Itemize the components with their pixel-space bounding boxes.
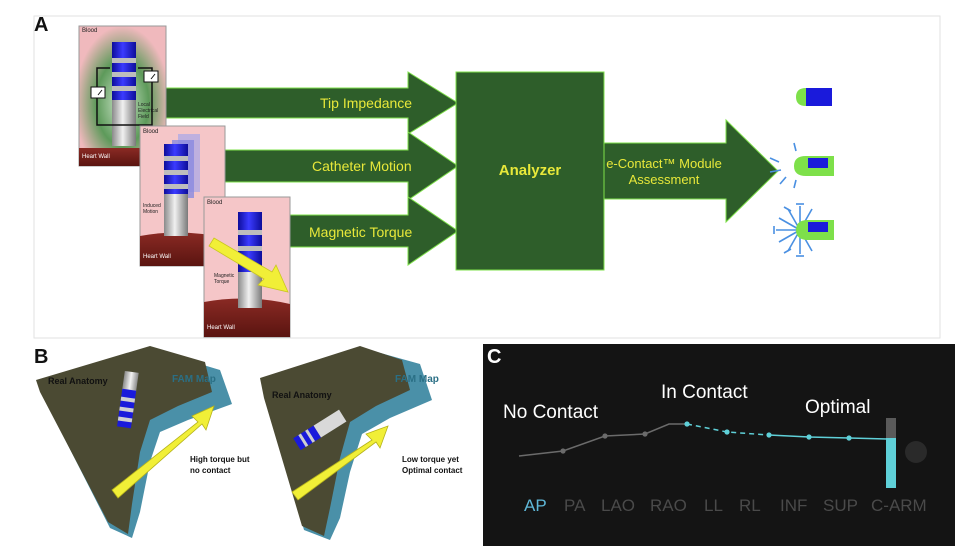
panel-b-diagram — [36, 346, 432, 540]
right-note: Low torque yet Optimal contact — [402, 455, 463, 475]
card2-heart-wall-label: Heart Wall — [143, 254, 171, 260]
tip-icon-in-contact — [769, 142, 834, 189]
contact-curve — [518, 418, 927, 488]
label-magnetic-torque: Magnetic Torque — [309, 224, 413, 240]
curve-point — [684, 421, 690, 427]
tab-lao[interactable]: LAO — [601, 496, 636, 515]
tip-icon-optimal — [773, 203, 834, 257]
label-analyzer: Analyzer — [498, 162, 562, 179]
label-tip-impedance: Tip Impedance — [320, 95, 413, 111]
card1-blood-label: Blood — [82, 28, 98, 34]
left-fam-map-label: FAM Map — [172, 374, 216, 385]
right-fam-map-label: FAM Map — [395, 374, 439, 385]
anatomy-right — [260, 346, 432, 540]
tab-sup[interactable]: SUP — [823, 496, 858, 515]
anatomy-left — [36, 346, 232, 538]
curve-point — [560, 448, 566, 454]
card2-motion-label: Induced Motion — [143, 203, 161, 215]
card-magnetic-torque — [203, 196, 291, 338]
tab-ap[interactable]: AP — [524, 496, 547, 515]
state-in-contact: In Contact — [661, 382, 748, 403]
panel-b: B — [0, 342, 480, 546]
panel-c: C No Contact In Contact Optimal AP PA LA… — [483, 344, 955, 546]
card1-field-label: Local Electrical Field — [138, 102, 159, 120]
panel-c-letter: C — [487, 346, 502, 368]
label-assessment: e-Contact™ Module Assessment — [606, 156, 722, 187]
right-real-anatomy-label: Real Anatomy — [272, 390, 332, 400]
tab-inf[interactable]: INF — [780, 496, 808, 515]
panel-a: A — [33, 14, 941, 339]
tab-rao[interactable]: RAO — [650, 496, 687, 515]
curve-point — [766, 432, 772, 438]
panel-b-letter: B — [34, 346, 49, 368]
arrow-tip-impedance — [154, 71, 459, 135]
left-note: High torque but no contact — [190, 455, 250, 475]
tab-c-arm[interactable]: C-ARM — [871, 496, 927, 515]
tab-ll[interactable]: LL — [704, 496, 723, 515]
panel-a-diagram — [33, 15, 941, 339]
toggle-knob[interactable] — [905, 441, 927, 463]
card3-torque-label: Magnetic Torque — [214, 273, 235, 285]
panel-a-letter: A — [34, 14, 49, 36]
curve-point — [806, 434, 812, 440]
card2-blood-label: Blood — [143, 129, 159, 135]
arrow-catheter-motion — [221, 131, 459, 201]
card3-blood-label: Blood — [207, 200, 223, 206]
arrow-assessment — [603, 118, 779, 224]
card1-heart-wall-label: Heart Wall — [82, 154, 110, 160]
curve-point — [602, 433, 608, 439]
left-real-anatomy-label: Real Anatomy — [48, 376, 108, 386]
card3-heart-wall-label: Heart Wall — [207, 325, 235, 331]
level-bar-fill — [886, 438, 896, 488]
tab-rl[interactable]: RL — [739, 496, 761, 515]
state-no-contact: No Contact — [503, 402, 599, 423]
curve-point — [724, 429, 730, 435]
tab-pa[interactable]: PA — [564, 496, 586, 515]
tip-icon-no-contact — [796, 88, 832, 106]
arrow-magnetic-torque — [289, 196, 459, 266]
state-optimal: Optimal — [805, 397, 871, 418]
curve-point — [642, 431, 648, 437]
label-catheter-motion: Catheter Motion — [312, 158, 412, 174]
curve-point — [846, 435, 852, 441]
level-bar-track — [886, 418, 896, 438]
